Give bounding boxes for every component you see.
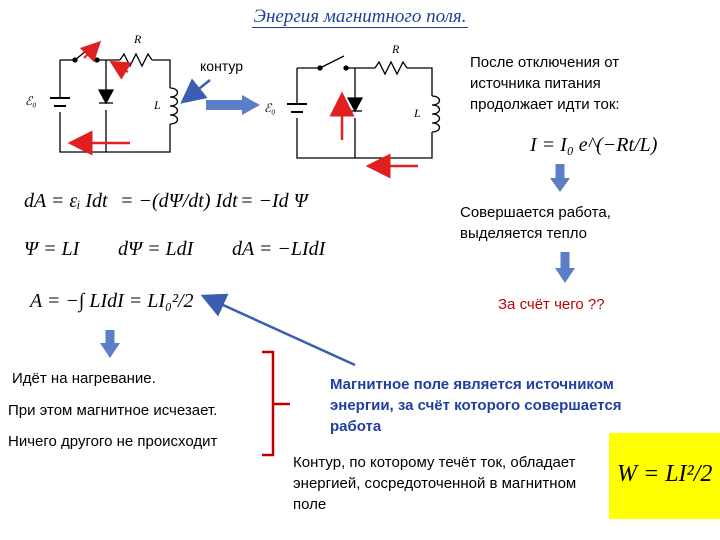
battery-2: [287, 103, 307, 113]
source-conclusion: Магнитное поле является источником энерг…: [330, 376, 622, 435]
circuit1-label-r: R: [134, 32, 142, 46]
switch-arrow: [79, 40, 102, 63]
inductor-2: [431, 95, 441, 133]
formula-a-integral: A = −∫ LIdI = LI₀²/2: [30, 290, 194, 312]
heating-text: Идёт на нагревание.: [12, 370, 156, 387]
contour-energy-text: Контур, по которому течёт ток, обладает …: [293, 454, 577, 513]
circuit2-label-r: R: [392, 42, 400, 56]
circuit1-label-emf: ℰ₀: [25, 94, 37, 108]
nothing-else-text: Ничего другого не происходит: [8, 433, 218, 450]
current-decay-formula: I = I₀ e^(−Rt/L): [530, 134, 658, 156]
disappears-text: При этом магнитное исчезает.: [8, 402, 218, 419]
pointer-arrow: [180, 78, 211, 104]
circuit-2: [287, 55, 441, 159]
formula-da-1: dA = εᵢ Idt: [24, 190, 108, 212]
inductor-1: [169, 87, 179, 125]
circuit-1: [50, 45, 179, 153]
circuit2-label-l: L: [414, 106, 421, 120]
energy-formula: W = LI²/2: [617, 461, 713, 487]
battery-1: [50, 97, 70, 107]
resistor-2: [374, 60, 408, 76]
diagonal-arrow: [200, 293, 356, 367]
contour-label: контур: [200, 58, 243, 74]
diode-2: [346, 97, 364, 113]
work-done-text: Совершается работа, выделяется тепло: [460, 204, 611, 242]
red-bracket: [262, 350, 275, 457]
circuit2-label-emf: ℰ₀: [264, 101, 276, 115]
formula-da-2: = −(dΨ/dt) Idt: [120, 190, 238, 212]
formula-dpsi: dΨ = LdI: [118, 238, 194, 260]
diode-1: [97, 89, 115, 105]
at-whose-cost-text: За счёт чего ??: [498, 296, 605, 313]
after-disconnect-text: После отключения от источника питания пр…: [470, 54, 620, 113]
switch-open: [319, 55, 345, 69]
circuit1-label-l: L: [154, 98, 161, 112]
formula-da-3: = −Id Ψ: [240, 190, 308, 212]
energy-formula-box: W = LI²/2: [609, 433, 720, 519]
resistor-1: [119, 52, 153, 68]
formula-psi: Ψ = LI: [24, 238, 80, 260]
page-title: Энергия магнитного поля.: [251, 6, 469, 28]
formula-da-4: dA = −LIdI: [232, 238, 326, 260]
